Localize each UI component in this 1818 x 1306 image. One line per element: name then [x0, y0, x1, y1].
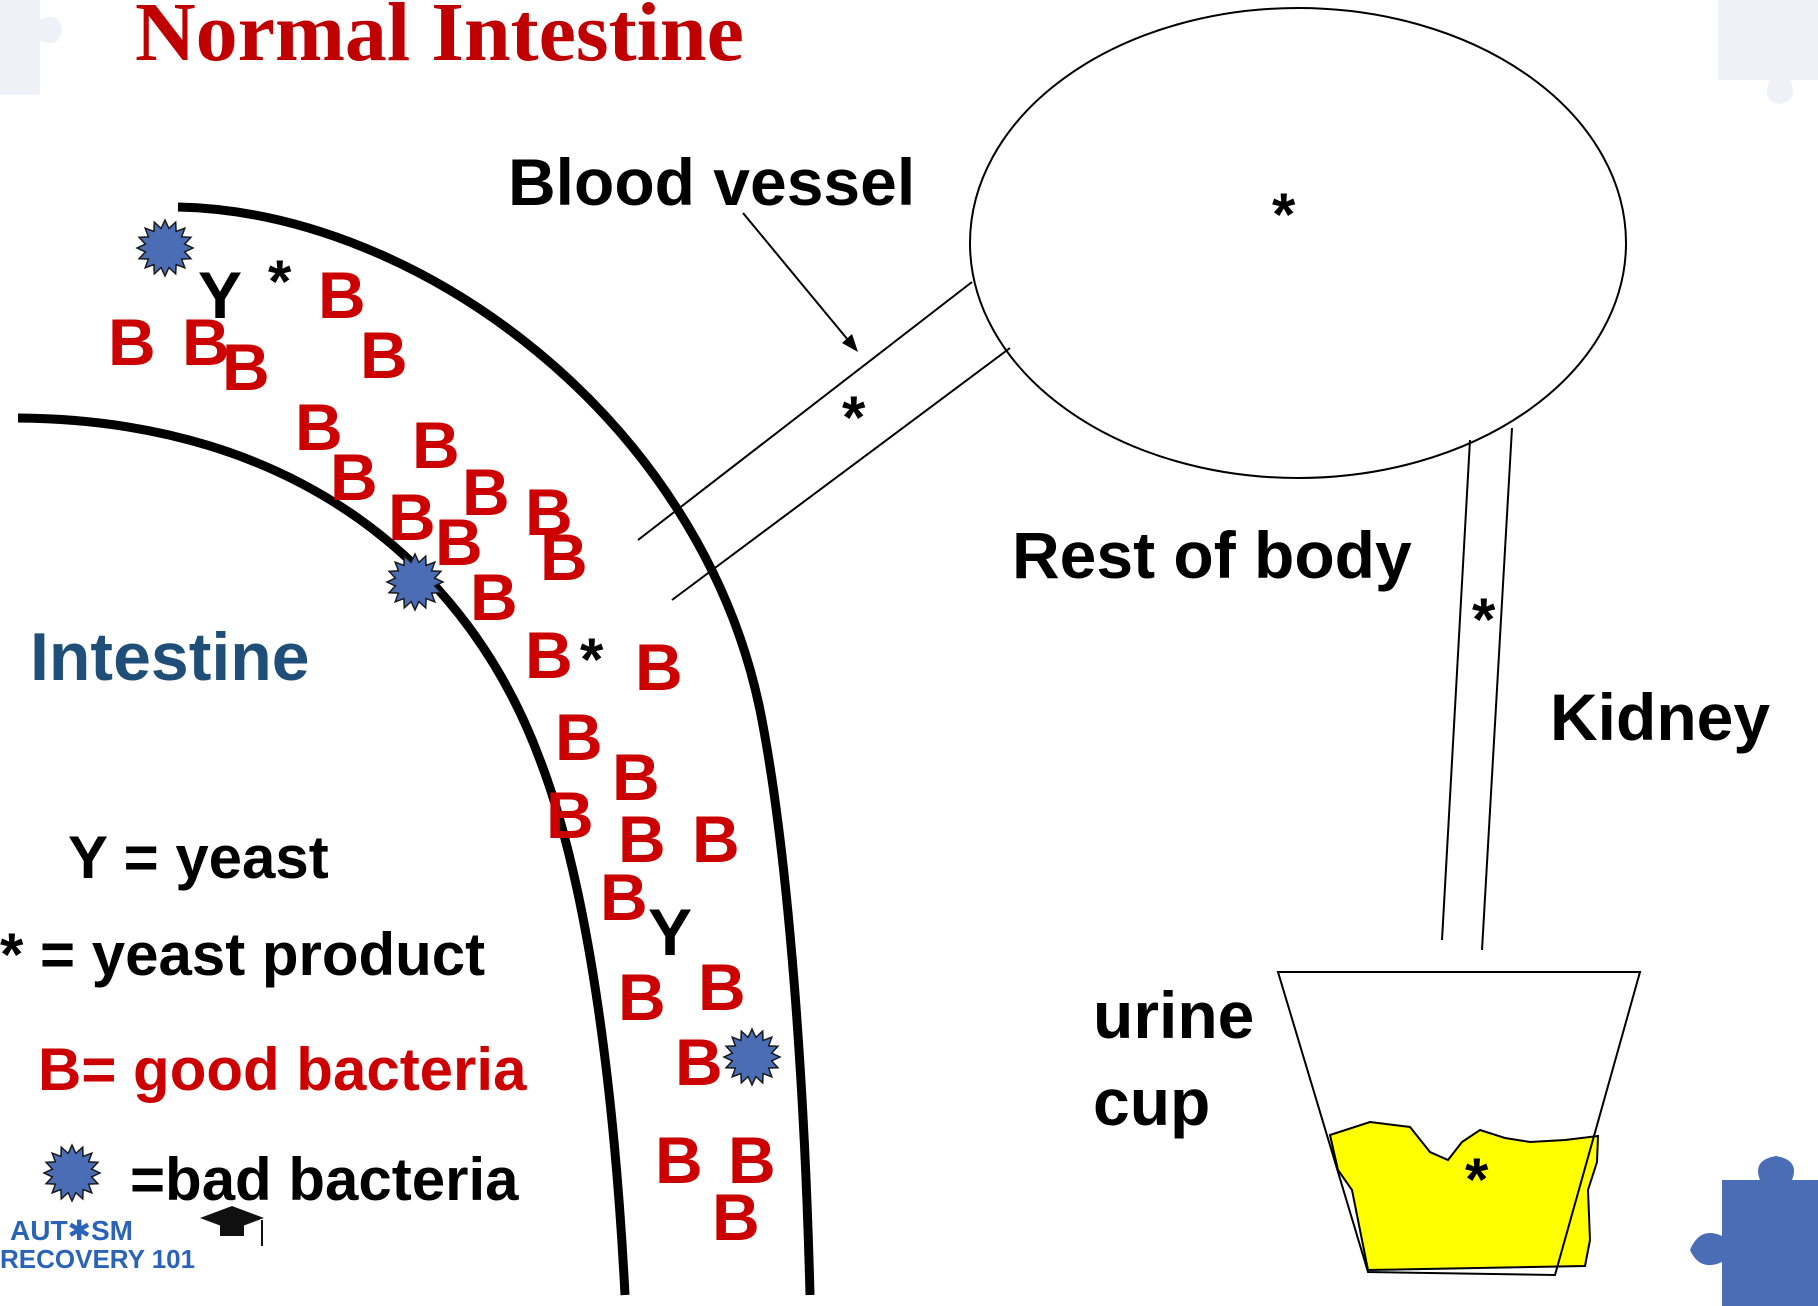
good-bacteria: B — [318, 258, 366, 332]
yeast-product-star: * — [580, 626, 604, 693]
rest-of-body-ellipse — [970, 8, 1626, 478]
kidney-label: Kidney — [1550, 680, 1770, 754]
good-bacteria: B — [412, 408, 460, 482]
good-bacteria: B — [546, 778, 594, 852]
autism-recovery-logo: AUT✱SM RECOVERY 101 — [0, 1206, 264, 1274]
blood-vessel-pointer-arrow — [743, 213, 858, 352]
bad-bacteria-icon — [137, 220, 193, 276]
yeast-product-star: * — [268, 248, 292, 315]
legend-bad-bacteria: =bad bacteria — [130, 1146, 519, 1213]
page-title: Normal Intestine — [135, 0, 744, 79]
intestine-label: Intestine — [30, 619, 310, 695]
good-bacteria: B — [330, 440, 378, 514]
logo-line-2: RECOVERY 101 — [0, 1244, 195, 1274]
bad-bacteria-icon — [387, 554, 443, 610]
legend-yeast: Y = yeast — [68, 824, 329, 891]
legend-yeast-product: * = yeast product — [0, 921, 485, 988]
good-bacteria: B — [698, 950, 746, 1024]
puzzle-piece-icon — [1690, 1156, 1818, 1306]
good-bacteria: B — [388, 480, 436, 554]
good-bacteria: B — [525, 618, 573, 692]
good-bacteria: B — [470, 560, 518, 634]
urine-label: urine — [1093, 978, 1254, 1052]
kidney-tube-right — [1482, 428, 1512, 950]
cup-label: cup — [1093, 1065, 1210, 1139]
good-bacteria: B — [618, 960, 666, 1034]
good-bacteria: B — [675, 1025, 723, 1099]
good-bacteria-group: B B B B B B B B B B B B B B B B B B B B … — [108, 258, 776, 1254]
yeast-product-star: * — [1272, 181, 1296, 248]
yeast-product-star: * — [1465, 1146, 1489, 1213]
legend-good-bacteria: B= good bacteria — [38, 1036, 527, 1103]
good-bacteria: B — [108, 305, 156, 379]
logo-line-1: AUT✱SM — [10, 1215, 133, 1246]
yeast-symbol: Y — [648, 895, 692, 969]
good-bacteria: B — [635, 630, 683, 704]
good-bacteria: B — [692, 802, 740, 876]
good-bacteria: B — [360, 318, 408, 392]
good-bacteria: B — [555, 700, 603, 774]
good-bacteria: B — [600, 860, 648, 934]
good-bacteria: B — [655, 1123, 703, 1197]
kidney-tube-left — [1442, 440, 1470, 940]
good-bacteria: B — [222, 330, 270, 404]
bad-bacteria-icon — [724, 1029, 780, 1085]
good-bacteria: B — [712, 1180, 760, 1254]
yeast-product-star: * — [1472, 586, 1496, 653]
urine-liquid — [1330, 1122, 1598, 1270]
intestine-outer-wall — [178, 207, 810, 1295]
bad-bacteria-icon — [44, 1145, 100, 1201]
blood-vessel-label: Blood vessel — [508, 145, 915, 219]
yeast-product-star: * — [842, 384, 866, 451]
good-bacteria: B — [540, 520, 588, 594]
rest-of-body-label: Rest of body — [1012, 518, 1412, 592]
